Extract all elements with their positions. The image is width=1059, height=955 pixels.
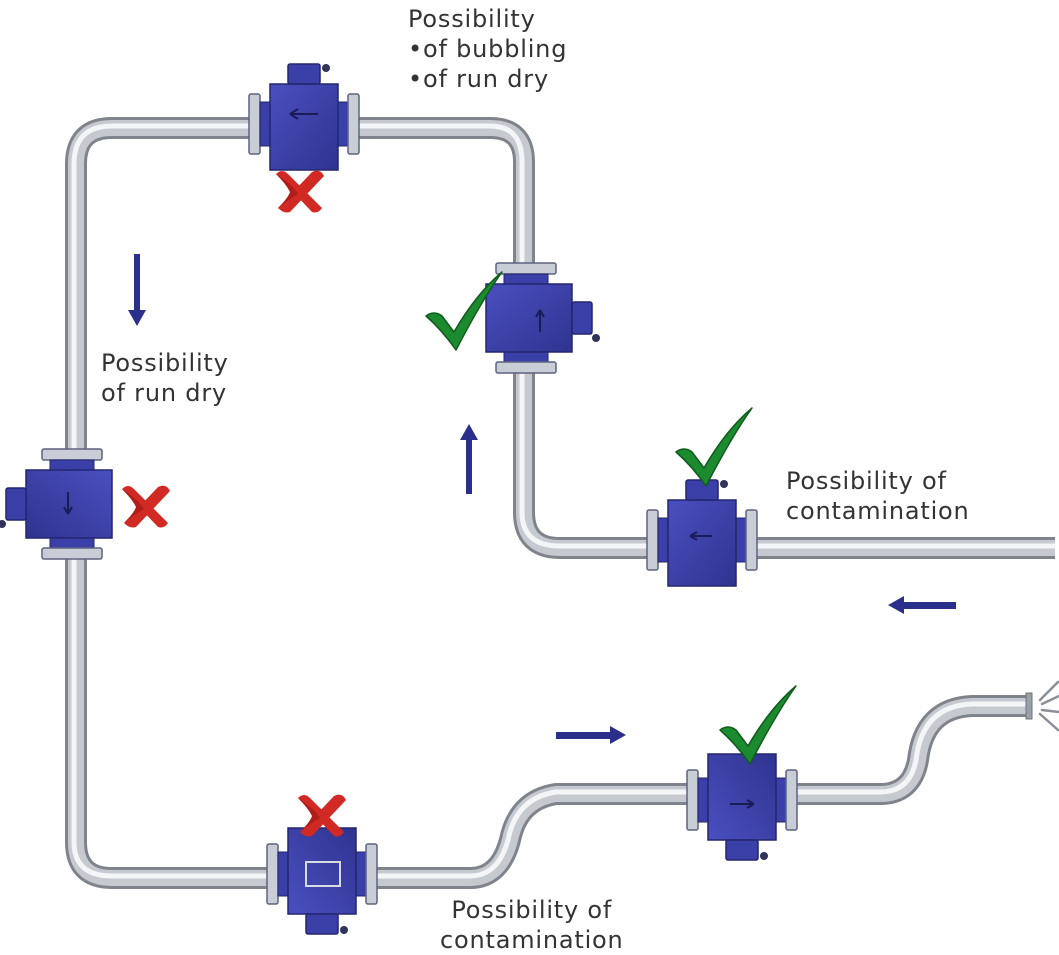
right-meter-warning-label: Possibility of contamination: [786, 466, 970, 526]
pipe-network: [65, 117, 1055, 889]
bottom-meter-warning-label: Possibility of contamination: [440, 895, 624, 955]
cross-icon: [122, 485, 172, 528]
label-line: Possibility: [101, 349, 229, 377]
label-bullet: of bubbling: [408, 34, 567, 64]
internal-flow-arrow-icon: [730, 799, 755, 809]
bottom-low-point-meter: [266, 827, 378, 935]
label-line: contamination: [440, 926, 624, 954]
label-bullet: of run dry: [408, 64, 567, 94]
label-line: contamination: [786, 497, 970, 525]
left-meter-warning-label: Possibility of run dry: [101, 348, 229, 408]
internal-flow-arrow-icon: [289, 108, 318, 120]
right-horizontal-meter: [646, 479, 758, 587]
label-line: Possibility of: [451, 896, 613, 924]
check-icon: [675, 407, 753, 487]
flow-arrow-icon: [128, 254, 146, 326]
cross-icon: [276, 170, 326, 213]
label-line: Possibility of: [786, 467, 947, 495]
label-line: of run dry: [101, 379, 227, 407]
internal-flow-arrow-icon: [63, 492, 73, 515]
internal-flow-arrow-icon: [689, 531, 712, 541]
label-heading: Possibility: [408, 5, 536, 33]
outlet-spray-icon: [1038, 680, 1059, 732]
flow-arrow-icon: [460, 424, 478, 494]
left-vertical-downflow-meter: [0, 448, 113, 560]
bottom-right-meter: [686, 753, 798, 861]
top-meter-warning-label: Possibility of bubbling of run dry: [408, 4, 567, 94]
flow-arrow-icon: [556, 726, 626, 744]
flow-arrow-icon: [888, 596, 956, 614]
check-icon: [719, 685, 797, 765]
top-horizontal-meter: [248, 63, 360, 171]
right-vertical-upflow-meter: [485, 262, 601, 374]
internal-flow-arrow-icon: [535, 309, 545, 332]
